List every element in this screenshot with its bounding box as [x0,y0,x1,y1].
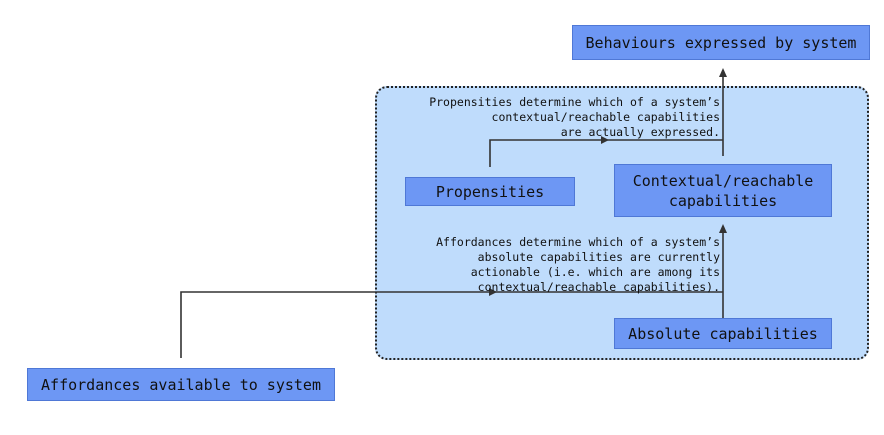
affordances-node: Affordances available to system [27,368,335,401]
system-region [375,86,869,360]
behaviours-arrowhead [719,68,727,77]
propensities-note: Propensities determine which of a system… [429,95,720,139]
absolute-capabilities-node: Absolute capabilities [614,318,832,349]
propensities-arrowhead [601,136,609,144]
affordances-note: Affordances determine which of a system’… [436,235,720,294]
affordances-arrowhead [489,288,497,296]
propensities-node: Propensities [405,177,575,206]
contextual-arrowhead [719,224,727,233]
contextual-capabilities-node: Contextual/reachable capabilities [614,164,832,217]
propensities-connector [489,139,723,167]
affordances-connector [180,291,723,358]
behaviours-node: Behaviours expressed by system [572,25,870,60]
